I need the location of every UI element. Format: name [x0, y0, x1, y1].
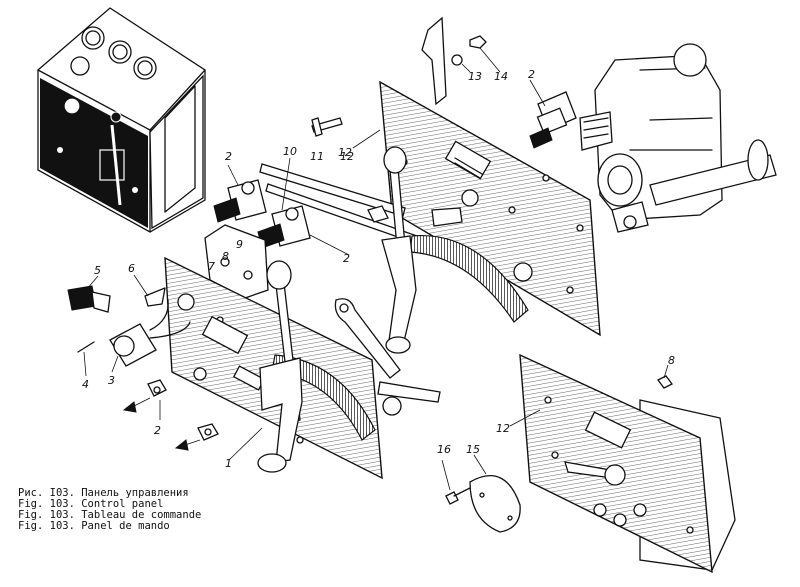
callout-9: 9 — [236, 238, 243, 251]
caption-line-fr: Fig. 103. Tableau de commande — [18, 509, 202, 521]
callout-8a: 8 — [222, 250, 229, 263]
bracket — [421, 16, 487, 106]
callout-8b: 8 — [668, 354, 675, 367]
callout-4: 4 — [82, 378, 89, 391]
callout-2a: 2 — [225, 150, 232, 163]
callout-2c: 2 — [154, 424, 161, 437]
callout-2d: 2 — [528, 68, 535, 81]
control-box-assembly — [37, 7, 206, 233]
callout-7: 7 — [208, 260, 215, 273]
toggle-switch — [109, 299, 191, 367]
clip — [144, 287, 166, 307]
callout-11: 11 — [310, 150, 324, 163]
callout-labels: 1 2 2 2 2 3 4 5 6 7 8 8 9 10 11 12 12 12… — [82, 68, 675, 470]
callout-1: 1 — [225, 457, 232, 470]
callout-12c: 12 — [338, 146, 352, 159]
nuts-2 — [122, 205, 389, 451]
callout-5: 5 — [94, 264, 101, 277]
callout-13: 13 — [468, 70, 482, 83]
callout-10: 10 — [283, 145, 297, 158]
nut-8 — [657, 375, 673, 389]
leader-lines — [83, 47, 669, 491]
callout-2b: 2 — [343, 252, 350, 265]
callout-3: 3 — [108, 374, 115, 387]
callout-15: 15 — [466, 443, 480, 456]
callout-12b: 12 — [496, 422, 510, 435]
callout-6: 6 — [128, 262, 135, 275]
cover-plate — [469, 475, 521, 533]
upper-mounting-plate — [379, 80, 601, 337]
callout-16: 16 — [437, 443, 451, 456]
screw-4 — [77, 341, 95, 353]
bolt-11 — [311, 117, 343, 137]
caption-line-es: Fig. 103. Panel de mando — [18, 520, 170, 532]
caption-line-ru: Рис. I03. Панель управления — [18, 487, 189, 499]
indicator-lamp — [67, 285, 111, 313]
relay-upper-right — [529, 91, 577, 149]
servo-motor-assembly — [579, 43, 777, 233]
main-control-lever — [257, 260, 441, 473]
rear-mounting-plate — [519, 353, 736, 574]
callout-14: 14 — [494, 70, 508, 83]
upper-lever-assembly — [334, 146, 533, 379]
screw-16 — [445, 487, 471, 505]
callout-12a: 12 — [340, 150, 354, 163]
relay-middle-upper — [213, 179, 267, 223]
caption-line-en: Fig. 103. Control panel — [18, 498, 164, 510]
